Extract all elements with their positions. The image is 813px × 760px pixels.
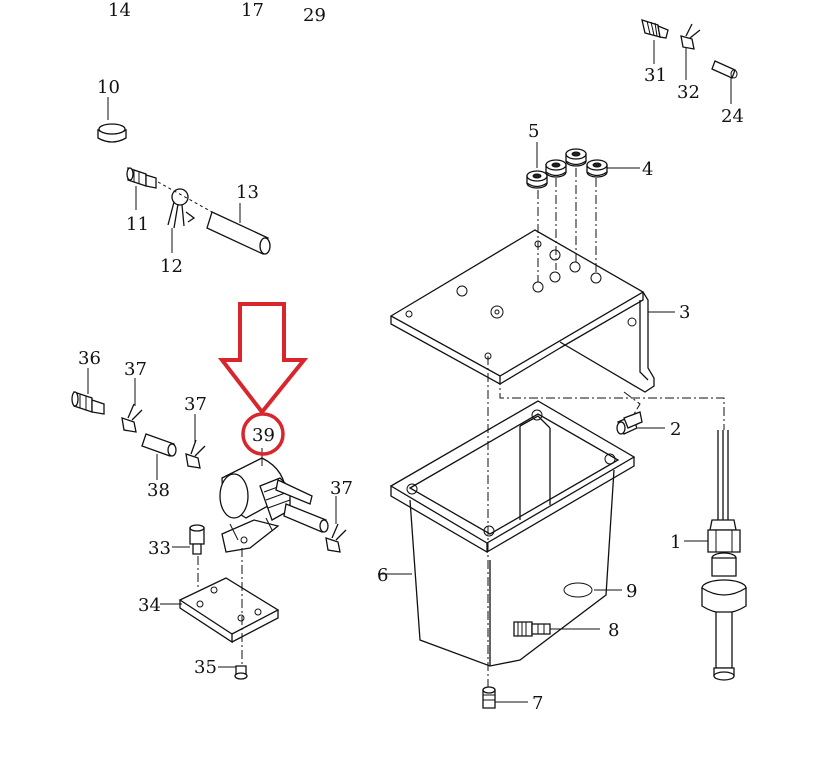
part-label-12: 12 bbox=[160, 256, 183, 277]
part-3-bracket bbox=[389, 229, 655, 393]
part-label-14: 14 bbox=[108, 0, 131, 21]
part-label-39: 39 bbox=[252, 425, 275, 446]
part-label-33: 33 bbox=[148, 538, 171, 559]
part-label-5: 5 bbox=[528, 121, 539, 142]
part-12-clip bbox=[167, 188, 196, 229]
part-label-7: 7 bbox=[532, 693, 543, 714]
part-39-pump bbox=[219, 457, 329, 553]
part-4-grommet-b bbox=[565, 148, 587, 167]
part-37-clamp-a bbox=[121, 403, 143, 433]
part-label-38: 38 bbox=[147, 480, 170, 501]
part-4-grommet-a bbox=[545, 159, 567, 178]
highlight-arrow bbox=[217, 302, 309, 416]
part-35-screw bbox=[234, 665, 248, 680]
part-label-1: 1 bbox=[670, 532, 681, 553]
highlight-circle bbox=[241, 412, 285, 456]
part-label-35: 35 bbox=[194, 657, 217, 678]
part-38-tube bbox=[141, 433, 177, 457]
part-label-36: 36 bbox=[78, 348, 101, 369]
part-5-grommet bbox=[526, 170, 548, 189]
part-10-cap bbox=[97, 123, 127, 143]
part-label-37-a: 37 bbox=[124, 359, 147, 380]
part-label-9: 9 bbox=[626, 581, 637, 602]
part-37-clamp-c bbox=[325, 523, 347, 553]
part-37-clamp-b bbox=[185, 439, 206, 469]
part-label-37-c: 37 bbox=[330, 478, 353, 499]
part-label-31: 31 bbox=[644, 65, 667, 86]
part-36-fitting bbox=[71, 391, 105, 415]
part-label-29: 29 bbox=[303, 5, 326, 26]
part-7-screw bbox=[482, 686, 496, 709]
part-label-8: 8 bbox=[608, 620, 619, 641]
part-32-clamp bbox=[680, 23, 701, 50]
part-13-tube bbox=[206, 211, 271, 255]
part-label-34: 34 bbox=[138, 595, 161, 616]
part-2-fitting bbox=[616, 411, 643, 435]
part-31-fitting bbox=[641, 19, 669, 39]
part-label-2: 2 bbox=[670, 419, 681, 440]
part-6-tank bbox=[389, 400, 636, 667]
part-24-tube bbox=[711, 60, 738, 79]
part-label-10: 10 bbox=[97, 77, 120, 98]
part-label-11: 11 bbox=[126, 214, 149, 235]
part-label-37-b: 37 bbox=[184, 394, 207, 415]
part-label-24: 24 bbox=[721, 106, 744, 127]
part-label-6: 6 bbox=[377, 565, 388, 586]
part-label-4: 4 bbox=[642, 159, 653, 180]
part-label-13: 13 bbox=[236, 182, 259, 203]
part-11-fitting bbox=[126, 167, 157, 189]
part-label-17: 17 bbox=[241, 0, 264, 21]
part-33-screw bbox=[189, 524, 205, 555]
part-34-plate bbox=[178, 577, 280, 644]
part-8-nipple bbox=[513, 621, 551, 637]
part-4-grommet-c bbox=[586, 159, 608, 178]
part-label-3: 3 bbox=[679, 302, 690, 323]
part-1-float-switch bbox=[701, 430, 747, 681]
part-label-32: 32 bbox=[677, 82, 700, 103]
